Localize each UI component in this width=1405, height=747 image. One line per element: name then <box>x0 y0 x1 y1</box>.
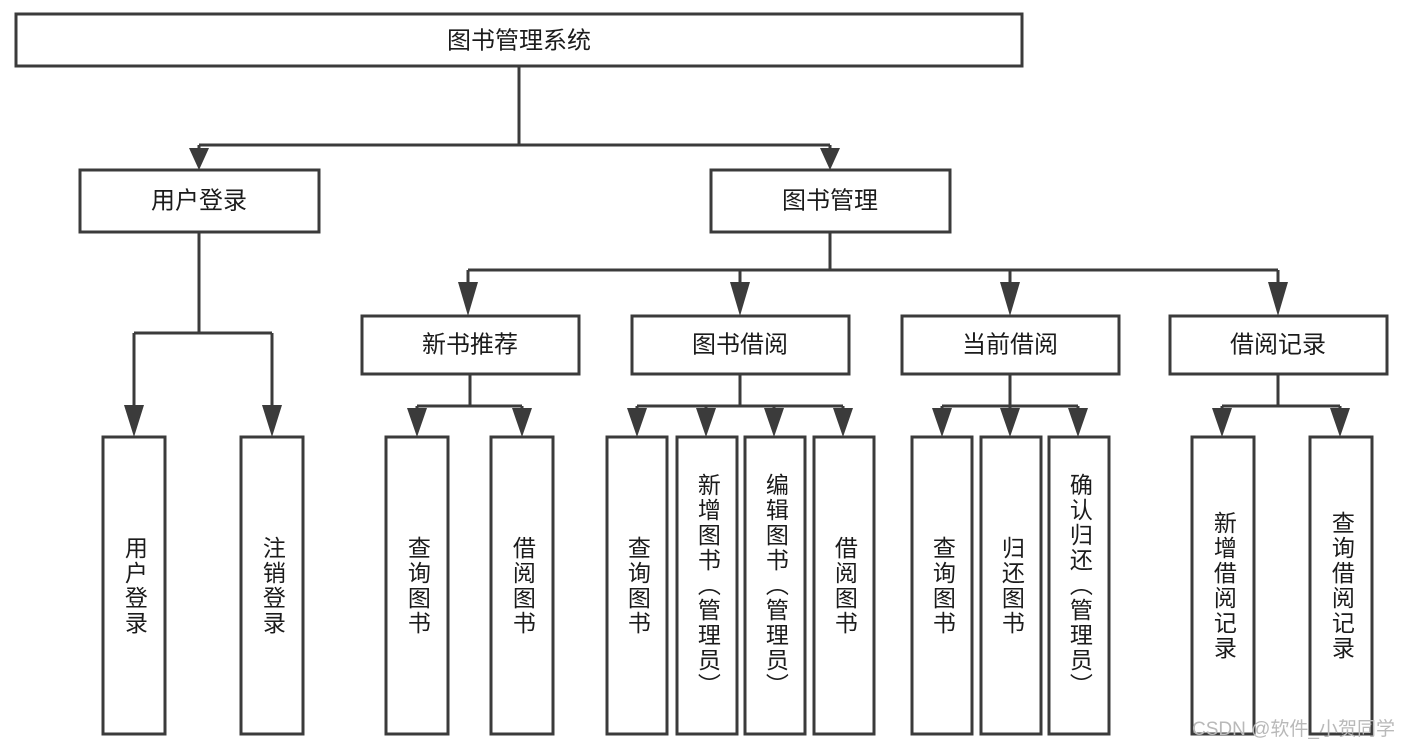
node-book-borrow[interactable] <box>630 314 851 376</box>
leaf-book-borrow-3[interactable] <box>743 435 807 736</box>
leaf-user-login-1[interactable] <box>101 435 167 736</box>
leaf-current-borrow-1[interactable] <box>910 435 974 736</box>
arrow-head-bookborrow-leaf-4 <box>833 408 853 437</box>
arrow-head-book-borrow <box>730 282 750 316</box>
label-new-book-rec: 新书推荐 <box>422 331 518 358</box>
label-book-borrow: 图书借阅 <box>692 331 788 358</box>
arrow-head-bookborrow-leaf-2 <box>696 408 716 437</box>
arrow-head-current-borrow <box>1000 282 1020 316</box>
arrow-head-currentborrow-leaf-1 <box>932 408 952 437</box>
node-book-manage[interactable] <box>709 168 952 234</box>
leaf-borrow-record-1[interactable] <box>1190 435 1256 736</box>
node-borrow-record[interactable] <box>1168 314 1389 376</box>
arrow-head-user-login <box>189 148 209 170</box>
leaf-book-borrow-1[interactable] <box>605 435 669 736</box>
arrow-head-currentborrow-leaf-2 <box>1000 408 1020 437</box>
label-borrow-record: 借阅记录 <box>1230 331 1326 358</box>
arrow-head-new-book-rec <box>458 282 478 316</box>
label-current-borrow: 当前借阅 <box>962 331 1058 358</box>
arrow-head-user-login-leaf-2 <box>262 405 282 437</box>
connector-group <box>124 66 1350 437</box>
node-user-login[interactable] <box>78 168 321 234</box>
arrow-head-newbook-leaf-1 <box>407 408 427 437</box>
node-current-borrow[interactable] <box>900 314 1121 376</box>
arrow-head-currentborrow-leaf-3 <box>1068 408 1088 437</box>
arrow-head-user-login-leaf-1 <box>124 405 144 437</box>
leaf-user-login-2[interactable] <box>239 435 305 736</box>
leaf-book-borrow-2[interactable] <box>675 435 739 736</box>
arrow-head-bookborrow-leaf-3 <box>764 408 784 437</box>
node-box-group <box>14 12 1389 736</box>
leaf-current-borrow-2[interactable] <box>979 435 1043 736</box>
label-book-manage: 图书管理 <box>782 187 878 214</box>
leaf-new-book-rec-1[interactable] <box>384 435 450 736</box>
leaf-book-borrow-4[interactable] <box>812 435 876 736</box>
label-user-login: 用户登录 <box>151 187 247 214</box>
arrow-head-newbook-leaf-2 <box>512 408 532 437</box>
leaf-current-borrow-3[interactable] <box>1047 435 1111 736</box>
leaf-new-book-rec-2[interactable] <box>489 435 555 736</box>
node-root[interactable] <box>14 12 1024 68</box>
node-label-group: 图书管理系统 用户登录 图书管理 新书推荐 图书借阅 当前借阅 借阅记录 <box>151 27 1326 358</box>
arrow-head-borrowrecord-leaf-1 <box>1212 408 1232 437</box>
arrow-head-borrowrecord-leaf-2 <box>1330 408 1350 437</box>
label-root: 图书管理系统 <box>447 27 591 54</box>
node-new-book-rec[interactable] <box>360 314 581 376</box>
arrow-head-bookborrow-leaf-1 <box>627 408 647 437</box>
leaf-borrow-record-2[interactable] <box>1308 435 1374 736</box>
arrow-head-book-manage <box>820 148 840 170</box>
watermark-text: CSDN @软件_小贺同学 <box>1192 719 1395 740</box>
arrow-head-borrow-record <box>1268 282 1288 316</box>
